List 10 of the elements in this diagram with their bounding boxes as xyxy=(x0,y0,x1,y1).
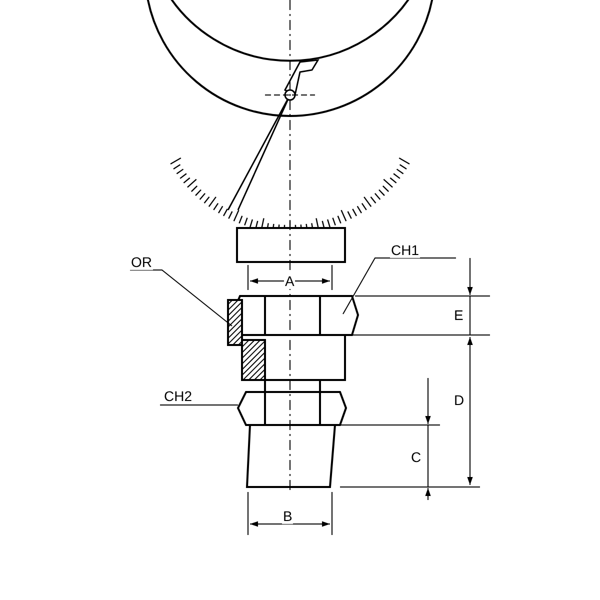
part-label: CH1 xyxy=(390,242,420,258)
part-label: CH2 xyxy=(163,388,194,404)
leader-line xyxy=(342,258,456,314)
leader-line xyxy=(160,404,238,406)
dimension-label: C xyxy=(410,449,422,465)
dimension-label: A xyxy=(284,273,296,289)
dimension-label: D xyxy=(453,392,466,408)
part-label: OR xyxy=(130,254,153,270)
dimension-label: B xyxy=(282,508,294,524)
dimension-label: E xyxy=(453,307,464,323)
